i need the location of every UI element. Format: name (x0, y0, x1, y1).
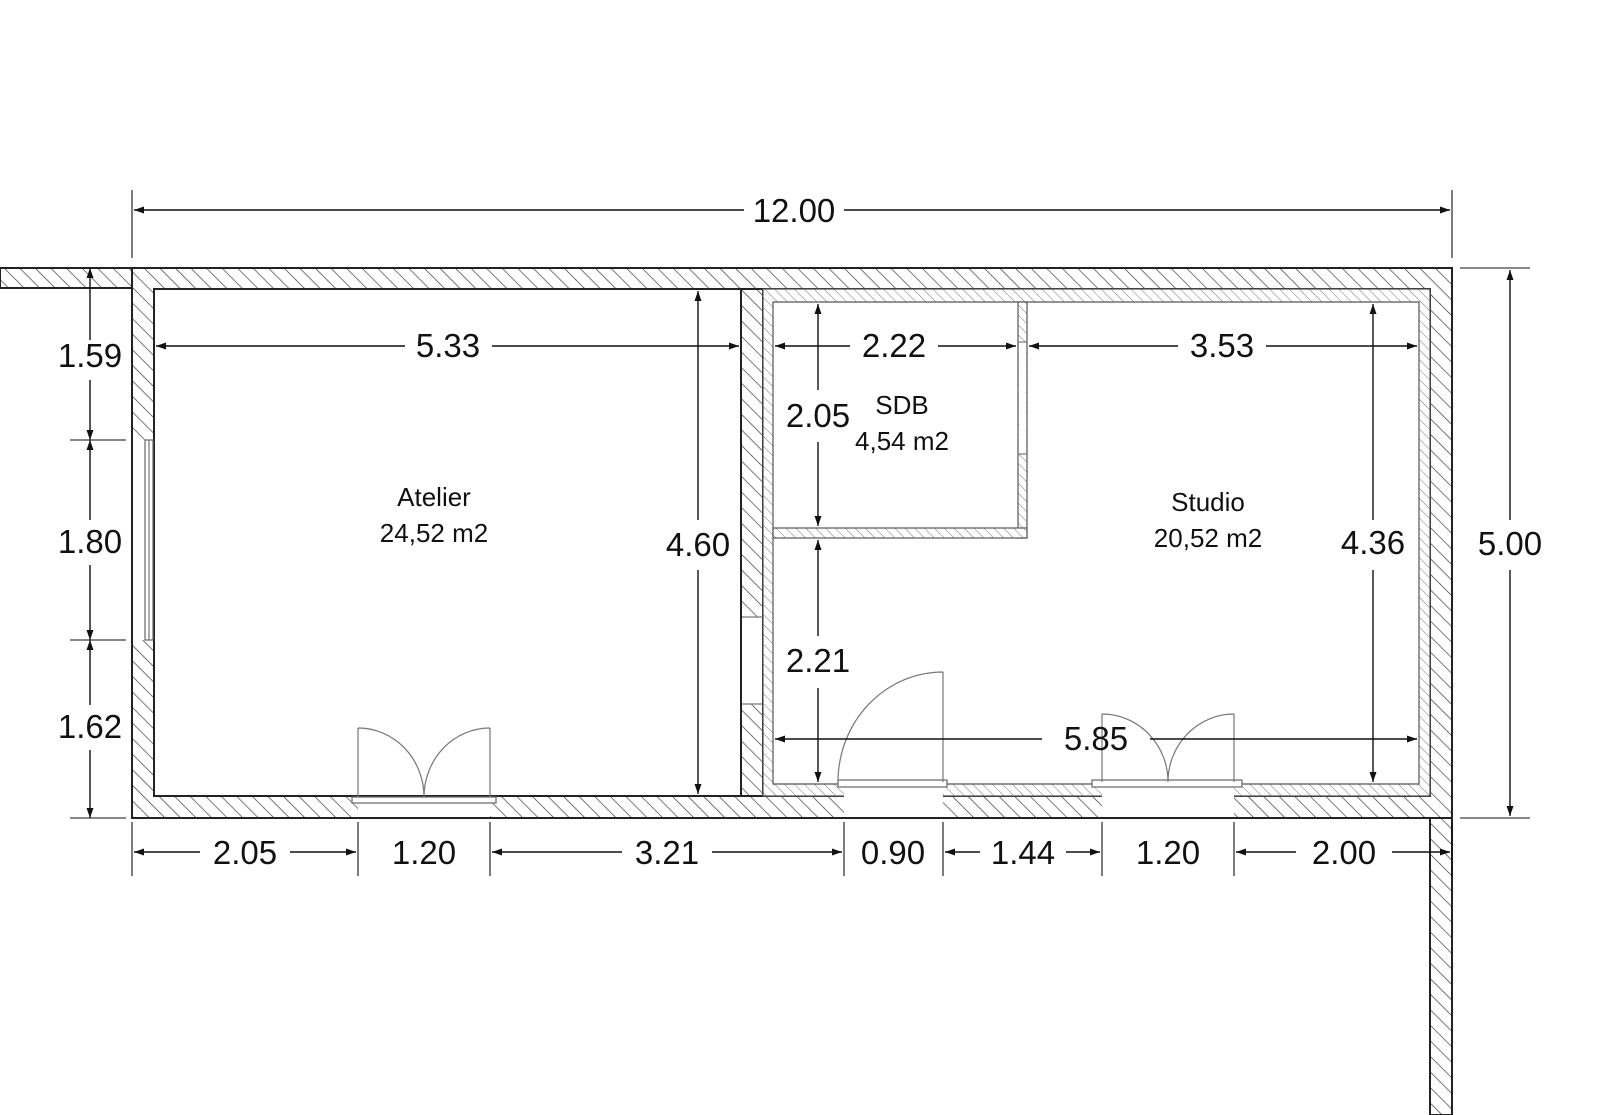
atelier-double-door (351, 727, 497, 817)
dimension-label: 1.44 (991, 834, 1055, 871)
dimension-left-chain: 1.59 1.80 1.62 (58, 268, 126, 819)
walls (0, 267, 1453, 1115)
studio-double-door (1091, 713, 1243, 817)
dimension-sdb-height: 2.05 (786, 304, 850, 526)
dimension-label: 4.36 (1341, 524, 1405, 561)
room-atelier: Atelier 24,52 m2 (380, 482, 488, 548)
room-name: SDB (875, 390, 928, 420)
dimension-label: 1.80 (58, 523, 122, 560)
dimension-label: 3.21 (635, 834, 699, 871)
dimension-studio-width-top: 3.53 (1029, 327, 1417, 364)
room-sdb: SDB 4,54 m2 (855, 390, 949, 456)
dimension-label: 1.62 (58, 708, 122, 745)
sdb-wall-horizontal (772, 527, 1028, 539)
dimension-label: 1.20 (392, 834, 456, 871)
dimension-atelier-width: 5.33 (156, 327, 739, 364)
dimension-overall-width: 12.00 (131, 190, 1453, 258)
dimension-label: 12.00 (753, 192, 836, 229)
room-area: 20,52 m2 (1154, 523, 1262, 553)
studio-single-door (837, 671, 948, 817)
dimension-label: 2.22 (862, 327, 926, 364)
dimension-label: 4.60 (666, 526, 730, 563)
dimension-atelier-height: 4.60 (666, 291, 730, 794)
neighbour-wall-left (0, 267, 133, 289)
room-name: Atelier (397, 482, 471, 512)
dimension-label: 2.05 (213, 834, 277, 871)
dimension-label: 0.90 (861, 834, 925, 871)
partition-wall (740, 288, 764, 797)
dimension-label: 2.21 (786, 642, 850, 679)
dimension-label: 1.59 (58, 337, 122, 374)
room-area: 24,52 m2 (380, 518, 488, 548)
dimension-label: 5.00 (1478, 525, 1542, 562)
dimension-label: 2.05 (786, 397, 850, 434)
studio-lining (762, 288, 1431, 797)
neighbour-wall-right (1429, 816, 1453, 1115)
dimension-lower-height: 2.21 (786, 540, 850, 782)
dimension-label: 3.53 (1190, 327, 1254, 364)
dimension-sdb-width: 2.22 (775, 327, 1016, 364)
dimension-label: 2.00 (1312, 834, 1376, 871)
dimension-label: 5.33 (416, 327, 480, 364)
room-name: Studio (1171, 487, 1245, 517)
dimension-overall-height: 5.00 (1460, 267, 1542, 819)
dimension-studio-width-bottom: 5.85 (775, 720, 1417, 757)
dimension-label: 5.85 (1064, 720, 1128, 757)
room-studio: Studio 20,52 m2 (1154, 487, 1262, 553)
room-area: 4,54 m2 (855, 426, 949, 456)
dimension-bottom-chain: 2.05 1.20 3.21 0.90 1.44 1.20 2.00 (131, 822, 1453, 876)
dimension-studio-height: 4.36 (1341, 304, 1405, 782)
openings (133, 341, 1027, 705)
dimension-label: 1.20 (1136, 834, 1200, 871)
